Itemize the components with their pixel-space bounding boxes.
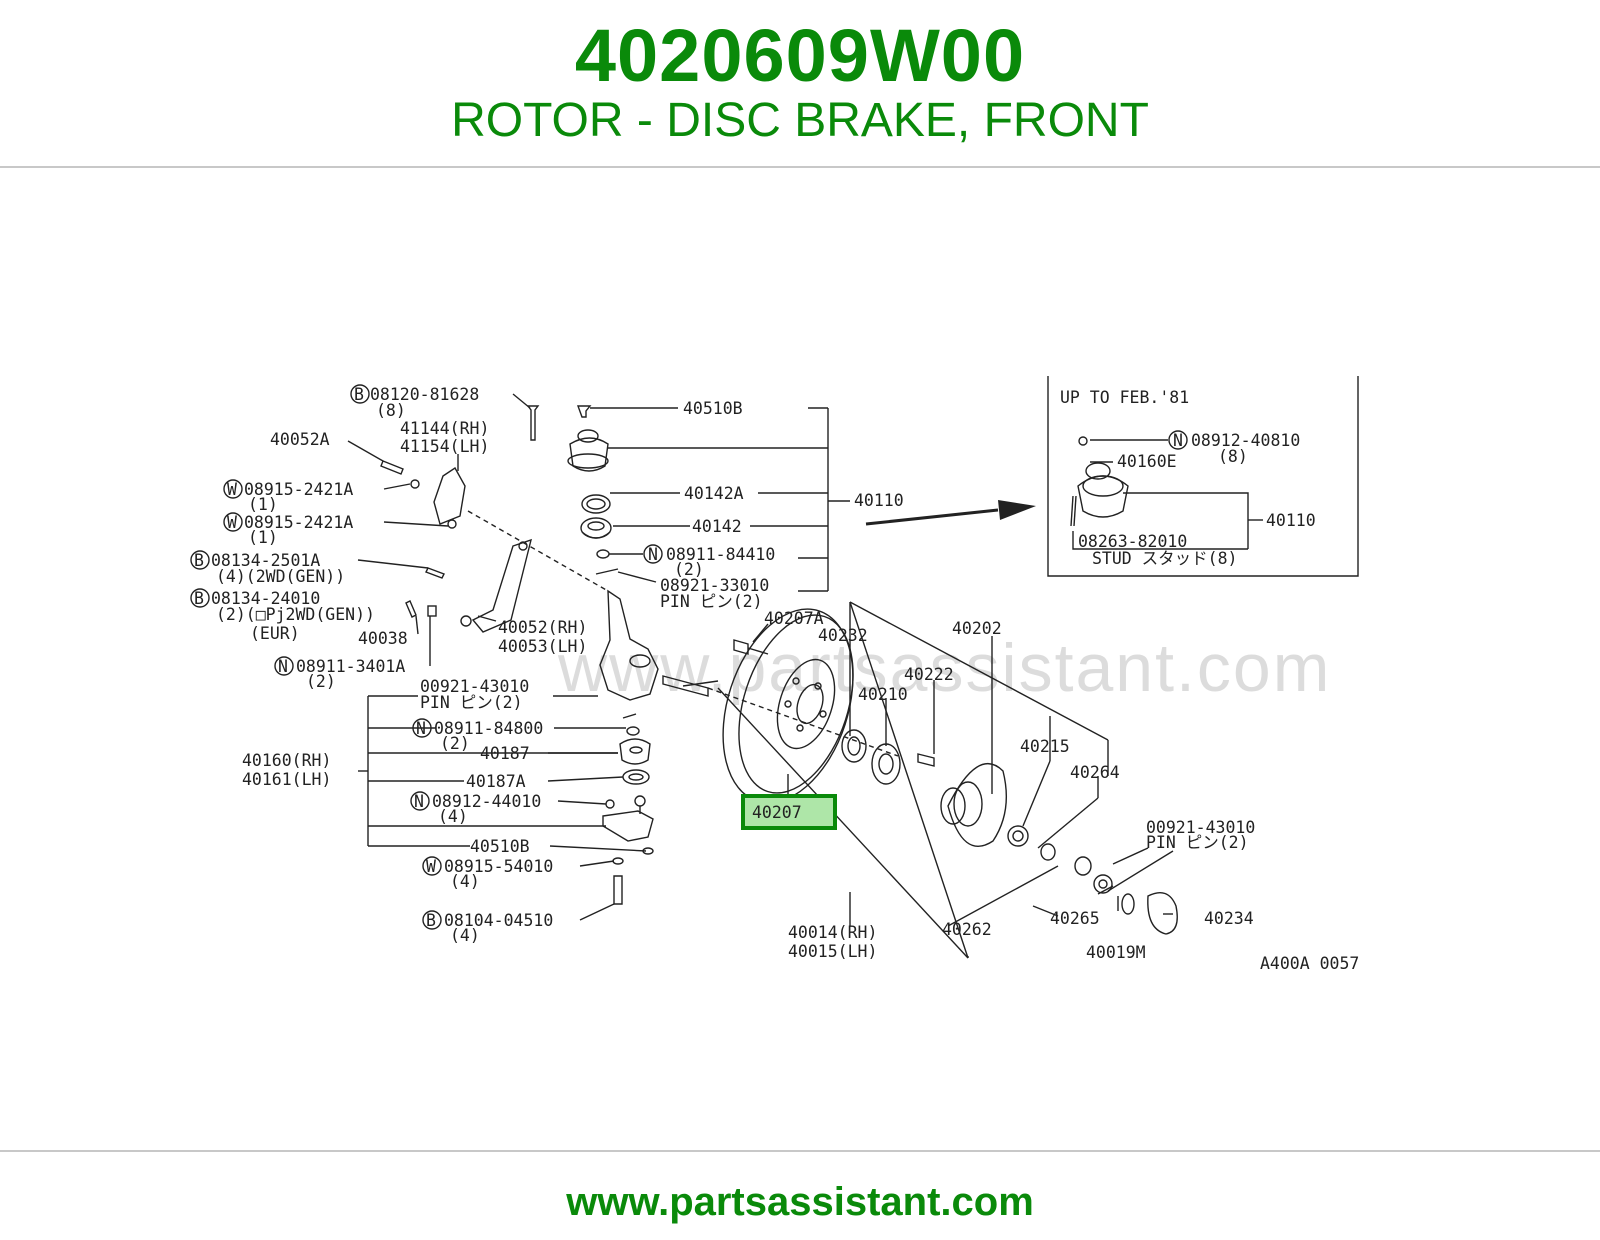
- label-l16: (4)(2WD(GEN)): [216, 567, 345, 586]
- label-l59: 40215: [1020, 737, 1070, 756]
- label-l56: 40202: [952, 619, 1002, 638]
- label-l23: 08911-3401A: [296, 657, 405, 676]
- label-l52: 08104-04510: [444, 911, 553, 930]
- label-l11: W: [227, 513, 237, 532]
- label-l41: 40187A: [466, 772, 526, 791]
- label-l18: 08134-24010: [211, 589, 320, 608]
- label-l08: W: [227, 480, 237, 499]
- label-l12: 08915-2421A: [244, 513, 353, 532]
- label-l42: 40160(RH): [242, 751, 331, 770]
- label-l44: N: [414, 792, 424, 811]
- label-l03: (8): [376, 401, 406, 420]
- label-l34: 40053(LH): [498, 637, 587, 656]
- label-l29: (2): [674, 560, 704, 579]
- label-l04: 40510B: [683, 399, 743, 418]
- label-l58: 40210: [858, 685, 908, 704]
- label-l30: 08921-33010: [660, 576, 769, 595]
- label-l70: 08912-40810: [1191, 431, 1300, 450]
- label-l07: 40052A: [270, 430, 330, 449]
- label-l22: N: [278, 657, 288, 676]
- label-l64: 40265: [1050, 909, 1100, 928]
- label-l33: 40052(RH): [498, 618, 587, 637]
- label-l45: 08912-44010: [432, 792, 541, 811]
- header-divider: [0, 166, 1600, 168]
- label-l47: 40510B: [470, 837, 530, 856]
- label-l13: (1): [248, 528, 278, 547]
- callout-labels: B 08120-81628 (8) 40510B 41144(RH) 41154…: [194, 385, 1359, 973]
- label-l69: N: [1173, 431, 1183, 450]
- label-l20: (EUR): [250, 624, 300, 643]
- inset-title: UP TO FEB.'81: [1060, 388, 1189, 407]
- parts-diagram-svg: www.partsassistant.com UP TO FEB.'81 N 0…: [190, 376, 1359, 973]
- label-l01: B: [354, 385, 364, 404]
- label-l32: 40110: [854, 491, 904, 510]
- watermark-text: www.partsassistant.com: [557, 630, 1331, 706]
- label-l39: (2): [440, 734, 470, 753]
- footer-site-link[interactable]: www.partsassistant.com: [566, 1180, 1034, 1224]
- label-l26: 40142: [692, 517, 742, 536]
- label-l43: 40161(LH): [242, 770, 331, 789]
- label-l09: 08915-2421A: [244, 480, 353, 499]
- label-l06: 41154(LH): [400, 437, 489, 456]
- label-l25: 40142A: [684, 484, 744, 503]
- label-l10: (1): [248, 495, 278, 514]
- page-header: 4020609W00 ROTOR - DISC BRAKE, FRONT: [0, 0, 1600, 168]
- label-l17: B: [194, 589, 204, 608]
- parts-diagram: www.partsassistant.com UP TO FEB.'81 N 0…: [178, 336, 1418, 1016]
- label-l57: 40222: [904, 665, 954, 684]
- label-l51: B: [426, 911, 436, 930]
- label-l02: 08120-81628: [370, 385, 479, 404]
- label-l48: W: [426, 857, 436, 876]
- label-l68: 40015(LH): [788, 942, 877, 961]
- label-l37: N: [416, 719, 426, 738]
- part-number: 4020609W00: [574, 14, 1026, 97]
- highlighted-callout-label: 40207: [752, 803, 802, 822]
- label-l19: (2)(□Pj2WD(GEN)): [216, 605, 375, 624]
- footer-divider: [0, 1150, 1600, 1152]
- figure-code: A400A 0057: [1260, 954, 1359, 973]
- highlighted-callout[interactable]: 40207: [741, 794, 837, 830]
- label-l49: 08915-54010: [444, 857, 553, 876]
- label-l28: 08911-84410: [666, 545, 775, 564]
- label-l65: 40019M: [1086, 943, 1146, 962]
- label-l50: (4): [450, 872, 480, 891]
- label-l15: 08134-2501A: [211, 551, 320, 570]
- label-l27: N: [648, 545, 658, 564]
- label-l24: (2): [306, 672, 336, 691]
- label-l67: 40014(RH): [788, 923, 877, 942]
- label-l14: B: [194, 551, 204, 570]
- label-l46: (4): [438, 807, 468, 826]
- label-l73: 40110: [1266, 511, 1316, 530]
- label-l40: 40187: [480, 744, 530, 763]
- label-l62: PIN ピン(2): [1146, 833, 1249, 852]
- arrow-icon: [865, 500, 1036, 526]
- label-l66: 40262: [942, 920, 992, 939]
- label-l75: STUD スタッド(8): [1092, 549, 1237, 568]
- label-l21: 40038: [358, 629, 408, 648]
- hub-assembly-icon: [841, 729, 1178, 935]
- inset-box: UP TO FEB.'81 N 08912-40810 40160E (8) 4…: [1047, 376, 1359, 577]
- label-l36: PIN ピン(2): [420, 693, 523, 712]
- callout-leaders: [190, 384, 1174, 959]
- label-l55: 40232: [818, 626, 868, 645]
- label-l54: 40207A: [764, 609, 824, 628]
- label-l63: 40234: [1204, 909, 1254, 928]
- label-l71: 40160E: [1117, 452, 1177, 471]
- label-l72: (8): [1218, 447, 1248, 466]
- label-l05: 41144(RH): [400, 419, 489, 438]
- label-l38: 08911-84800: [434, 719, 543, 738]
- label-l61: 00921-43010: [1146, 818, 1255, 837]
- label-l53: (4): [450, 926, 480, 945]
- part-name: ROTOR - DISC BRAKE, FRONT: [451, 94, 1149, 147]
- label-l35: 00921-43010: [420, 677, 529, 696]
- inset-hub-icon: [1070, 436, 1129, 527]
- label-l74: 08263-82010: [1078, 532, 1187, 551]
- label-l31: PIN ピン(2): [660, 592, 763, 611]
- label-l60: 40264: [1070, 763, 1120, 782]
